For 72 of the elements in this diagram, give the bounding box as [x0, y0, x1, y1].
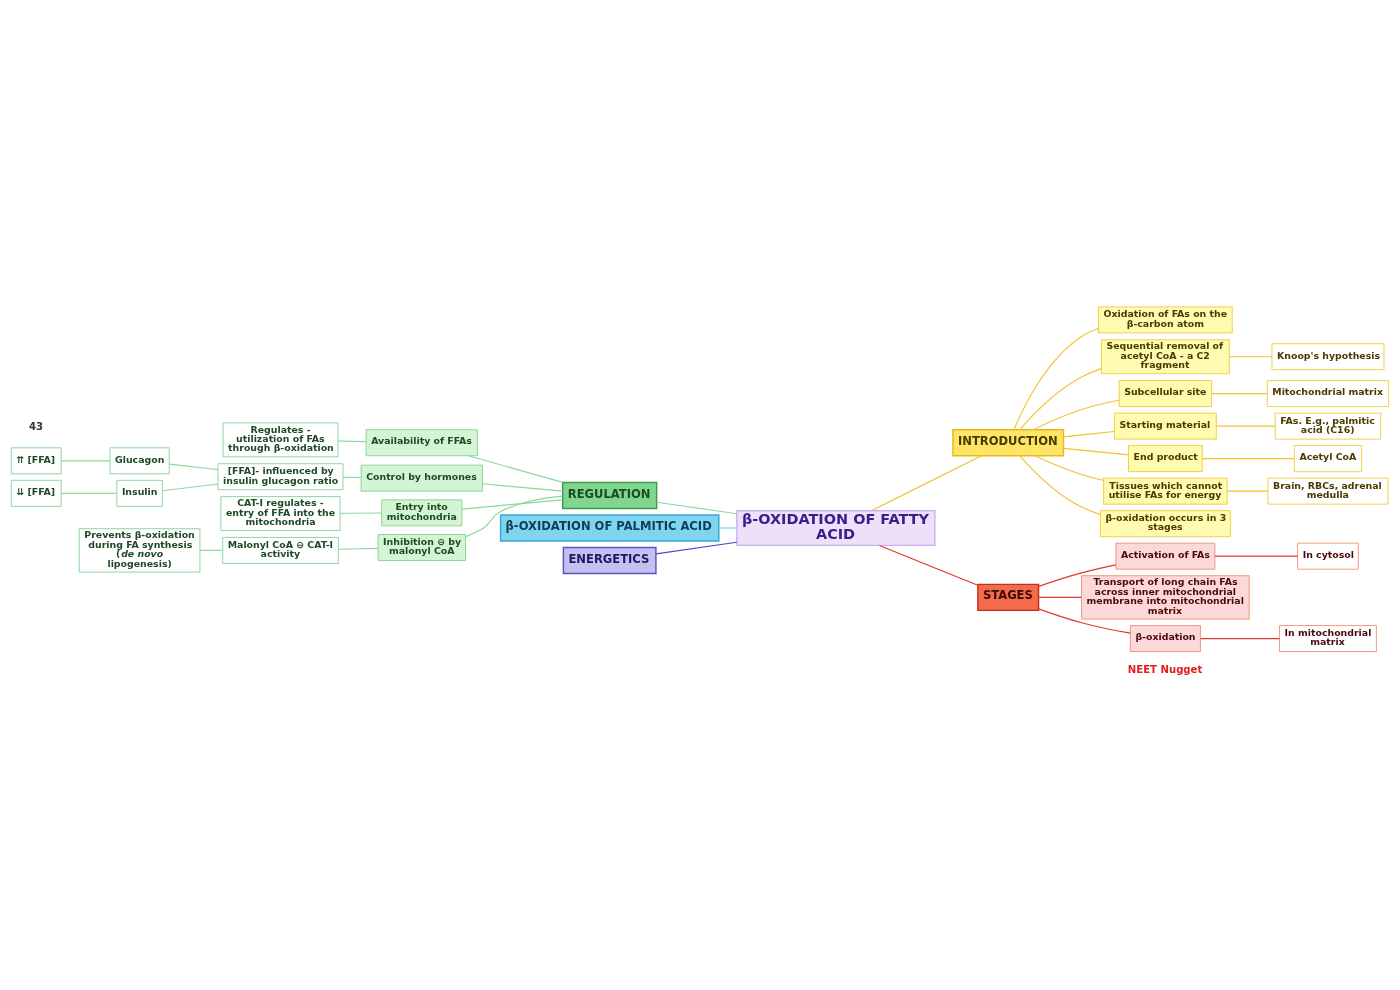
node-box: Starting material [1114, 412, 1217, 440]
connector [1034, 454, 1105, 481]
connector [1199, 637, 1281, 639]
connector [1038, 563, 1117, 587]
node-box: β-OXIDATION OF PALMITIC ACID [499, 513, 720, 542]
node-box: β-oxidation [1129, 624, 1201, 652]
label: NEET Nugget [1127, 663, 1203, 675]
node-box: Control by hormones [360, 464, 483, 492]
connector [1211, 392, 1268, 394]
connector [1063, 430, 1115, 437]
connector [1229, 355, 1273, 357]
node-box: STAGES [977, 583, 1040, 611]
node-box: In cytosol [1297, 542, 1359, 570]
node-box: CAT-I regulates - entry of FFA into the mitochondria [220, 495, 341, 531]
connector [168, 463, 219, 470]
node-box: Tissues which cannot utilise FAs for energy [1103, 477, 1228, 505]
node-box: Brain, RBCs, adrenal medulla [1267, 477, 1389, 505]
connector [718, 526, 738, 529]
connector [337, 547, 379, 550]
connector [878, 544, 979, 586]
label: 43 [29, 420, 44, 432]
connector [1013, 327, 1099, 430]
connector [465, 495, 564, 537]
node-box: β-OXIDATION OF FATTY ACID [736, 509, 936, 546]
node-box: FAs. E.g., palmitic acid (C16) [1274, 412, 1382, 440]
node-box: Subcellular site [1118, 379, 1213, 407]
node-box: Activation of FAs [1115, 542, 1216, 570]
connector [1019, 454, 1101, 515]
node-box: Knoop's hypothesis [1271, 342, 1385, 370]
connector [461, 498, 564, 510]
node-box: ENERGETICS [562, 546, 657, 574]
node-box: Inhibition ⊖ by malonyl CoA [377, 533, 466, 561]
connector [655, 541, 738, 554]
node-box: Mitochondrial matrix [1266, 379, 1390, 407]
node-box: β-oxidation occurs in 3 stages [1099, 509, 1231, 537]
connector [1214, 555, 1299, 557]
connector [337, 439, 367, 442]
connector [339, 511, 383, 514]
connector [1063, 447, 1129, 456]
connector [1038, 607, 1131, 634]
node-box: Oxidation of FAs on the β-carbon atom [1098, 305, 1233, 333]
node-box: Glucagon [109, 446, 170, 474]
connector [60, 492, 118, 494]
connector [481, 482, 564, 492]
connector [1032, 399, 1120, 430]
node-box: Malonyl CoA ⊖ CAT-I activity [222, 536, 339, 564]
node-box: Transport of long chain FAs across inner mitochondrial membrane into mitochondrial matrix [1081, 574, 1250, 619]
node-box: In mitochondrial matrix [1279, 624, 1377, 652]
node-box: INTRODUCTION [952, 428, 1065, 456]
connector [1201, 457, 1295, 459]
node-box: [FFA]- influenced by insulin glucagon ratio [217, 462, 344, 490]
node-box: Insulin [116, 479, 163, 507]
node-box: End product [1128, 444, 1203, 472]
connector [1215, 425, 1276, 427]
connector [656, 501, 738, 514]
node-box: REGULATION [561, 481, 658, 509]
connector [468, 454, 564, 483]
node-box: Entry into mitochondria [381, 498, 463, 526]
connector [199, 549, 224, 551]
node-box: ⇊ [FFA] [10, 479, 62, 507]
connector [1226, 490, 1269, 492]
node-box: Availability of FFAs [365, 428, 478, 456]
connector [870, 454, 982, 511]
node-box: Prevents β-oxidation during FA synthesis (de novo lipogenesis) [78, 527, 201, 573]
node-box: Regulates - utilization of FAs through β-oxidation [222, 421, 339, 457]
node-box: Acetyl CoA [1293, 444, 1362, 472]
node-box: ⇈ [FFA] [10, 446, 62, 474]
connector [60, 459, 111, 461]
connector [161, 483, 219, 491]
connector [1038, 596, 1082, 598]
connector [1019, 367, 1102, 430]
node-box: Sequential removal of acetyl CoA - a C2 fragment [1101, 338, 1230, 374]
